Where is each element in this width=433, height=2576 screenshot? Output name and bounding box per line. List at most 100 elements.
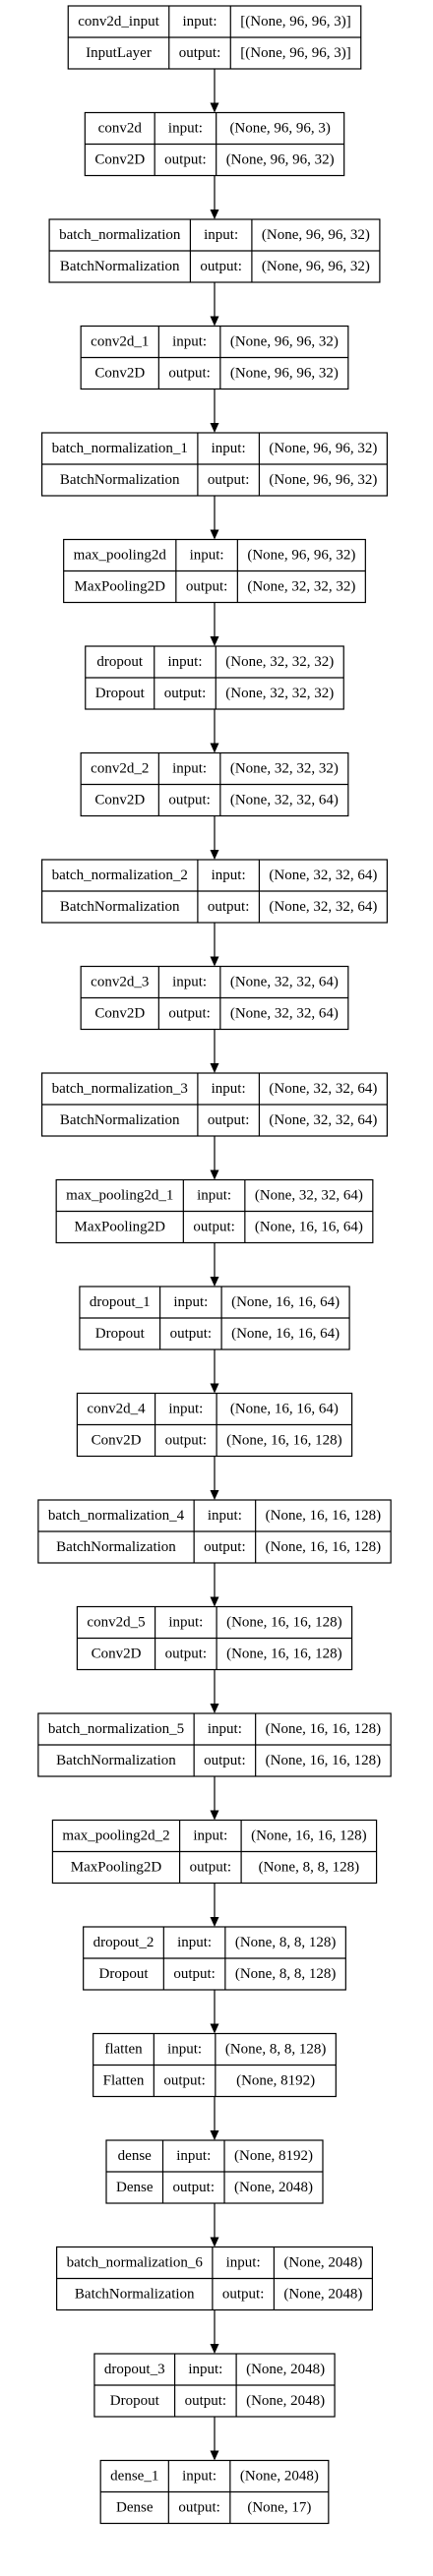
input-shape: (None, 16, 16, 128): [226, 1615, 341, 1631]
input-port-label: input:: [208, 1508, 242, 1524]
edge-arrow: [210, 815, 219, 860]
output-shape: (None, 96, 96, 32): [269, 472, 377, 488]
output-port-label: output:: [164, 686, 207, 701]
output-shape: (None, 16, 16, 128): [226, 1433, 341, 1449]
input-shape: (None, 96, 96, 32): [247, 548, 355, 564]
layer-type: MaxPooling2D: [71, 1860, 162, 1876]
output-shape: (None, 2048): [246, 2393, 325, 2409]
layer-type: InputLayer: [86, 45, 152, 61]
input-shape: (None, 96, 96, 32): [269, 441, 377, 456]
output-port-label: output:: [163, 2073, 206, 2089]
input-port-label: input:: [168, 1402, 203, 1417]
layer-type: Conv2D: [94, 152, 145, 168]
input-shape: (None, 16, 16, 128): [266, 1721, 381, 1737]
edge-arrow: [210, 923, 219, 967]
output-shape: (None, 32, 32, 64): [230, 793, 339, 809]
layer-type: BatchNormalization: [75, 2287, 195, 2303]
input-shape: (None, 16, 16, 64): [230, 1402, 339, 1417]
layer-node-max_pooling2d_2: max_pooling2d_2MaxPooling2Dinput:output:…: [51, 1819, 378, 1885]
layer-node-batch_normalization: batch_normalizationBatchNormalizationinp…: [48, 218, 381, 283]
input-shape: (None, 96, 96, 3): [229, 121, 330, 137]
edge-arrow: [210, 1242, 219, 1287]
input-port-label: input:: [167, 2042, 202, 2058]
output-shape: (None, 32, 32, 32): [225, 686, 334, 701]
input-shape: (None, 16, 16, 128): [266, 1508, 381, 1524]
edge-arrow: [210, 602, 219, 646]
layer-name: max_pooling2d_2: [62, 1828, 169, 1844]
output-port-label: output:: [173, 1966, 216, 1982]
layer-type: BatchNormalization: [56, 1539, 176, 1555]
edge-arrow: [210, 1349, 219, 1394]
output-shape: (None, 16, 16, 128): [266, 1753, 381, 1768]
output-port-label: output:: [185, 2393, 227, 2409]
layer-name: batch_normalization_2: [52, 868, 188, 883]
layer-name: flatten: [104, 2042, 143, 2058]
layer-node-batch_normalization_6: batch_normalization_6BatchNormalizationi…: [56, 2246, 373, 2311]
output-shape: (None, 2048): [283, 2287, 362, 2303]
input-port-label: input:: [183, 14, 217, 30]
output-shape: (None, 16, 16, 64): [231, 1326, 340, 1342]
layer-type: Dropout: [110, 2393, 160, 2409]
edge-arrow: [210, 1029, 219, 1073]
edge-arrow: [210, 1990, 219, 2034]
layer-name: max_pooling2d_1: [66, 1188, 173, 1204]
input-port-label: input:: [188, 2362, 222, 2377]
output-port-label: output:: [204, 1753, 246, 1768]
layer-name: conv2d_2: [91, 761, 149, 777]
output-port-label: output:: [208, 1112, 250, 1128]
output-shape: (None, 32, 32, 64): [230, 1006, 339, 1022]
output-shape: (None, 16, 16, 128): [266, 1539, 381, 1555]
output-port-label: output:: [190, 1860, 232, 1876]
layer-name: conv2d_input: [78, 14, 159, 30]
layer-type: BatchNormalization: [60, 259, 180, 274]
output-port-label: output:: [168, 793, 211, 809]
layer-name: dropout: [96, 654, 143, 670]
layer-type: BatchNormalization: [60, 472, 180, 488]
input-port-label: input:: [212, 441, 246, 456]
input-shape: (None, 16, 16, 128): [251, 1828, 366, 1844]
output-port-label: output:: [178, 2500, 220, 2516]
input-port-label: input:: [173, 1294, 208, 1310]
layer-name: batch_normalization_6: [67, 2255, 204, 2271]
input-shape: (None, 96, 96, 32): [262, 227, 370, 243]
input-port-label: input:: [212, 1081, 246, 1097]
layer-name: batch_normalization: [59, 227, 181, 243]
layer-node-conv2d_input: conv2d_inputInputLayerinput:output:[(Non…: [67, 5, 362, 70]
layer-name: conv2d_5: [87, 1615, 145, 1631]
layer-type: Conv2D: [92, 1647, 142, 1662]
edge-arrow: [210, 175, 219, 219]
layer-type: Dense: [116, 2500, 154, 2516]
layer-name: batch_normalization_3: [52, 1081, 188, 1097]
layer-type: Dropout: [99, 1966, 150, 1982]
output-port-label: output:: [208, 472, 250, 488]
layer-name: conv2d_4: [87, 1402, 146, 1417]
output-shape: (None, 8, 8, 128): [235, 1966, 336, 1982]
output-shape: (None, 96, 96, 32): [226, 152, 335, 168]
layer-name: dropout_2: [93, 1935, 155, 1950]
layer-node-batch_normalization_5: batch_normalization_5BatchNormalizationi…: [37, 1712, 392, 1777]
layer-type: Flatten: [103, 2073, 145, 2089]
output-port-label: output:: [208, 899, 250, 915]
input-port-label: input:: [176, 2148, 211, 2164]
output-shape: (None, 32, 32, 64): [269, 899, 377, 915]
input-port-label: input:: [172, 975, 207, 990]
layer-name: max_pooling2d: [74, 548, 167, 564]
edge-arrow: [210, 2417, 219, 2461]
output-shape: (None, 17): [247, 2500, 311, 2516]
edge-arrow: [210, 282, 219, 327]
layer-type: Conv2D: [94, 366, 145, 382]
layer-type: Conv2D: [92, 1433, 142, 1449]
output-shape: (None, 96, 96, 32): [230, 366, 339, 382]
output-shape: (None, 2048): [234, 2180, 313, 2195]
edge-arrow: [210, 1563, 219, 1607]
layer-name: dense: [118, 2148, 152, 2164]
edge-arrow: [210, 2203, 219, 2247]
output-shape: (None, 96, 96, 32): [262, 259, 370, 274]
edge-arrow: [210, 1669, 219, 1713]
